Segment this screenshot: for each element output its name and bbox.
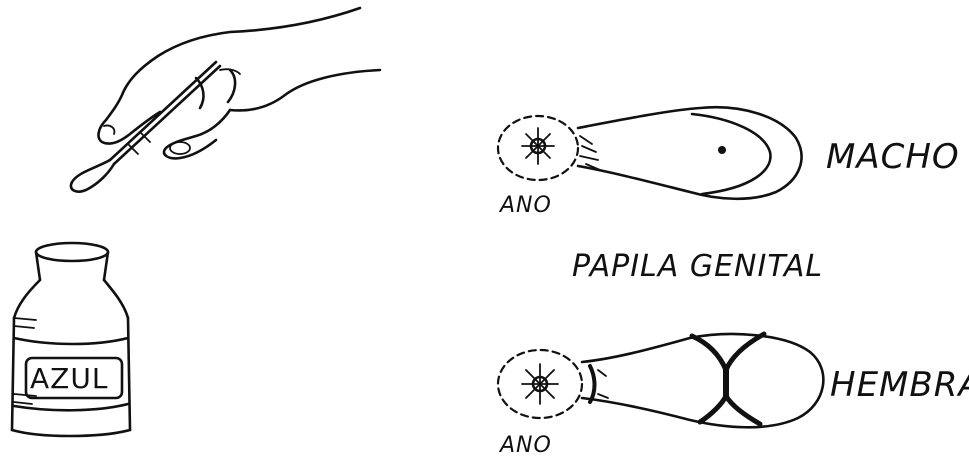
female-label: HEMBRA: [830, 365, 969, 405]
male-label: MACHO: [826, 137, 960, 177]
bottle-label: AZUL: [30, 362, 108, 395]
dye-bottle-icon: AZUL: [12, 243, 130, 436]
female-papilla-icon: [498, 334, 823, 427]
anus-label-top: ANO: [498, 193, 552, 218]
genital-papilla-title: PAPILA GENITAL: [572, 249, 823, 284]
anus-circle-icon: [498, 350, 582, 418]
hand-holding-applicator-icon: [71, 8, 380, 192]
male-papilla-icon: [498, 107, 802, 199]
anus-circle-icon: [498, 116, 578, 180]
anus-label-bottom: ANO: [498, 433, 552, 458]
male-pore-dot: [718, 146, 726, 154]
